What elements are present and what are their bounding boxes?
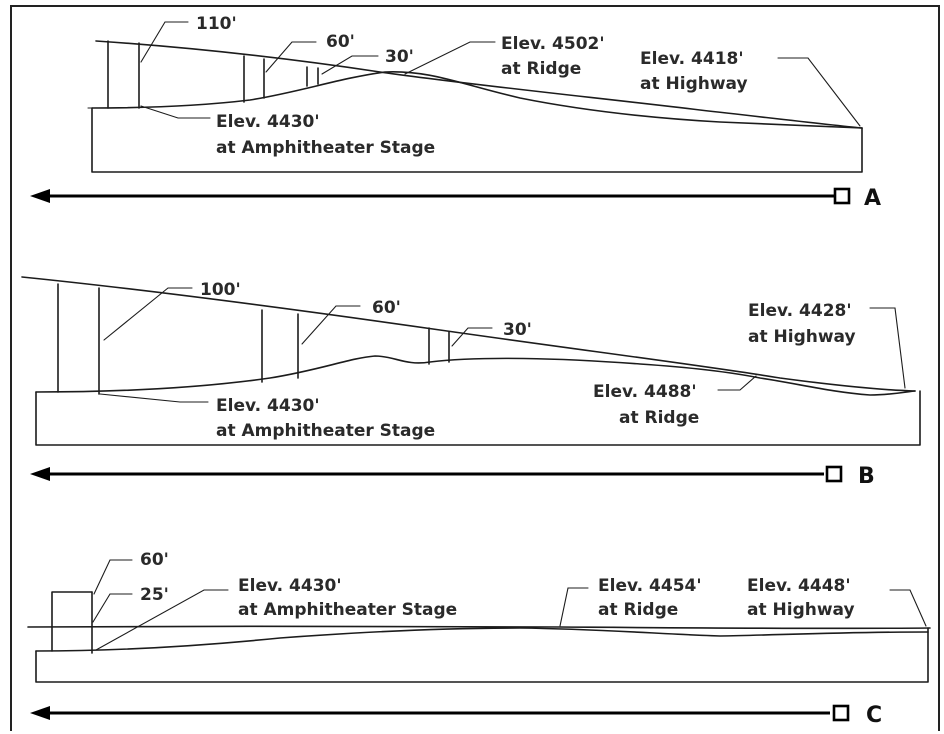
section-c-stage-elev: Elev. 4430': [238, 576, 342, 596]
section-b-stage-sub: at Amphitheater Stage: [216, 421, 435, 441]
figure-frame: [10, 5, 940, 731]
section-c-sight-line: [27, 625, 931, 630]
section-c-highway-sub: at Highway: [747, 600, 855, 620]
section-a-base: [91, 107, 863, 173]
section-c-terrain: [35, 627, 929, 652]
section-b-sight-line: [21, 276, 916, 392]
section-b-ridge-sub: at Ridge: [619, 408, 699, 428]
section-a-letter: A: [864, 186, 881, 211]
section-c-height-label-1: 60': [140, 550, 169, 570]
section-c-ridge-sub: at Ridge: [598, 600, 678, 620]
section-a-marker-box: [833, 187, 851, 205]
section-c-ridge-elev: Elev. 4454': [598, 576, 702, 596]
section-a: 110' 60' 30' Elev. 4502' at Ridge Elev. …: [30, 14, 881, 211]
section-b-height-label-2: 60': [372, 298, 401, 318]
section-a-arrowhead: [30, 189, 50, 203]
section-c-highway-elev: Elev. 4448': [747, 576, 851, 596]
section-a-height-label-2: 60': [326, 32, 355, 52]
section-c: 60' 25' Elev. 4430' at Amphitheater Stag…: [27, 550, 931, 728]
section-c-height-marker-1: [51, 591, 93, 652]
section-c-arrowhead: [30, 706, 50, 720]
section-c-letter: C: [866, 703, 882, 728]
section-a-terrain: [91, 71, 863, 129]
section-b-arrowhead: [30, 467, 50, 481]
section-b-marker-box: [825, 465, 843, 483]
section-a-ridge-elev: Elev. 4502': [501, 34, 605, 54]
section-c-stage-sub: at Amphitheater Stage: [238, 600, 457, 620]
section-c-height-label-2: 25': [140, 585, 169, 605]
section-a-highway-elev: Elev. 4418': [640, 49, 744, 69]
section-a-sight-line: [95, 40, 863, 129]
section-c-marker-box: [832, 704, 850, 722]
section-a-stage-elev: Elev. 4430': [216, 112, 320, 132]
section-a-stage-sub: at Amphitheater Stage: [216, 138, 435, 158]
section-c-base: [35, 627, 929, 683]
section-b-stage-elev: Elev. 4430': [216, 396, 320, 416]
section-b-base: [35, 390, 921, 446]
section-b-ridge-elev: Elev. 4488': [593, 382, 697, 402]
section-a-height-label-1: 110': [196, 14, 237, 34]
section-b-highway-elev: Elev. 4428': [748, 301, 852, 321]
section-a-height-label-3: 30': [385, 47, 414, 67]
section-b-height-label-3: 30': [503, 320, 532, 340]
section-b-letter: B: [858, 464, 875, 489]
section-b-highway-sub: at Highway: [748, 327, 856, 347]
section-a-ridge-sub: at Ridge: [501, 59, 581, 79]
section-b: 100' 60' 30' Elev. 4428' at Highway Elev…: [21, 276, 921, 489]
section-a-highway-sub: at Highway: [640, 74, 748, 94]
section-b-height-label-1: 100': [200, 280, 241, 300]
section-b-terrain: [35, 355, 916, 396]
